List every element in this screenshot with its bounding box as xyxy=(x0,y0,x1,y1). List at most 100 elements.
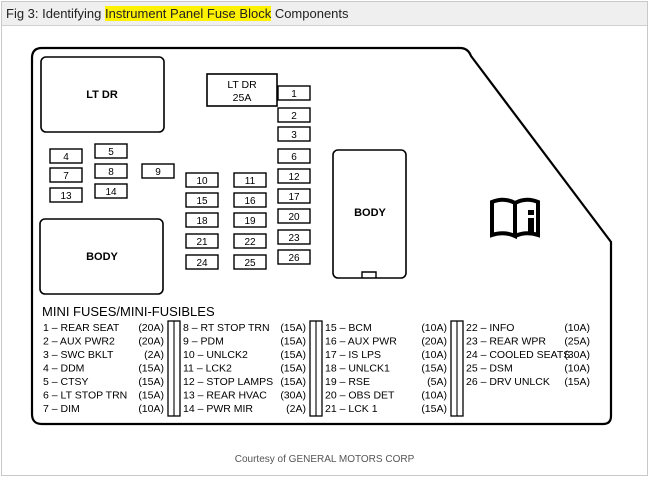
fuse-slot-10 xyxy=(185,172,219,188)
fuse-legend: 1 – REAR SEAT (20A) 2 – AUX PWR2 (20A) 3 – S… xyxy=(43,320,590,417)
legend-fuse-amp: (30A) xyxy=(564,349,590,361)
fuse-number-10: 10 xyxy=(196,176,208,187)
fuse-number-16: 16 xyxy=(244,196,256,207)
legend-fuse-name: 6 – LT STOP TRN xyxy=(43,390,127,402)
relay-body-left xyxy=(39,218,164,295)
legend-fuse-name: 9 – PDM xyxy=(183,336,224,348)
legend-fuse-name: 21 – LCK 1 xyxy=(325,403,378,415)
legend-fuse-amp: (25A) xyxy=(564,336,590,348)
legend-fuse-name: 1 – REAR SEAT xyxy=(43,322,120,334)
legend-fuse-name: 12 – STOP LAMPS xyxy=(183,376,273,388)
legend-fuse-amp: (15A) xyxy=(280,336,306,348)
fuse-slot-13 xyxy=(49,187,83,203)
legend-fuse-amp: (2A) xyxy=(286,403,306,415)
relay-body-center-label: BODY xyxy=(354,207,386,219)
legend-fuse-amp: (20A) xyxy=(138,322,164,334)
fuse-number-18: 18 xyxy=(196,216,208,227)
fuse-number-9: 9 xyxy=(155,167,161,178)
fuse-number-6: 6 xyxy=(291,152,297,163)
fuse-number-14: 14 xyxy=(105,187,117,198)
legend-fuse-name: 4 – DDM xyxy=(43,363,84,375)
legend-fuse-amp: (5A) xyxy=(427,376,447,388)
fuse-number-20: 20 xyxy=(288,212,300,223)
legend-fuse-name: 19 – RSE xyxy=(325,376,370,388)
legend-fuse-amp: (20A) xyxy=(421,336,447,348)
legend-fuse-amp: (10A) xyxy=(138,403,164,415)
legend-fuse-amp: (15A) xyxy=(280,376,306,388)
fuse-lt-dr-line2: 25A xyxy=(233,92,252,104)
fuse-number-11: 11 xyxy=(245,176,256,187)
relay-body-center-notch xyxy=(361,271,377,278)
fuse-lt-dr-25a xyxy=(206,73,278,107)
legend-fuse-name: 2 – AUX PWR2 xyxy=(43,336,115,348)
fuse-slot-8 xyxy=(94,163,128,179)
fuse-number-7: 7 xyxy=(63,171,69,182)
fuse-number-17: 17 xyxy=(288,192,300,203)
legend-fuse-name: 26 – DRV UNLCK xyxy=(466,376,550,388)
relay-lt-dr xyxy=(40,56,165,133)
caption-prefix: Fig 3: Identifying xyxy=(6,6,105,21)
legend-fuse-name: 10 – UNLCK2 xyxy=(183,349,248,361)
relay-body-left-label: BODY xyxy=(86,251,118,263)
legend-fuse-name: 17 – IS LPS xyxy=(325,349,381,361)
legend-fuse-name: 18 – UNLCK1 xyxy=(325,363,390,375)
fuse-slot-25 xyxy=(233,254,267,270)
legend-fuse-amp: (10A) xyxy=(564,322,590,334)
legend-fuse-amp: (10A) xyxy=(421,390,447,402)
fuse-slot-14 xyxy=(94,183,128,199)
fuse-slot-15 xyxy=(185,192,219,208)
fuse-number-22: 22 xyxy=(244,237,256,248)
legend-fuse-amp: (15A) xyxy=(280,349,306,361)
fuse-number-24: 24 xyxy=(196,258,208,269)
fuse-slot-2 xyxy=(277,107,311,123)
fuse-slot-1 xyxy=(277,85,311,101)
fuse-slot-23 xyxy=(277,229,311,245)
caption-suffix: Components xyxy=(271,6,349,21)
legend-fuse-name: 5 – CTSY xyxy=(43,376,89,388)
figure-caption: Fig 3: Identifying Instrument Panel Fuse… xyxy=(2,2,647,26)
fuse-number-5: 5 xyxy=(108,147,114,158)
fuse-slot-11 xyxy=(233,172,267,188)
fuse-number-12: 12 xyxy=(288,172,300,183)
fuse-number-13: 13 xyxy=(60,191,72,202)
courtesy-note: Courtesy of GENERAL MOTORS CORP xyxy=(234,454,415,465)
fuse-number-2: 2 xyxy=(291,111,297,122)
fuse-slot-9 xyxy=(141,163,175,179)
fuse-slot-17 xyxy=(277,188,311,204)
legend-fuse-amp: (15A) xyxy=(138,376,164,388)
fuse-slot-24 xyxy=(185,254,219,270)
legend-fuse-name: 8 – RT STOP TRN xyxy=(183,322,270,334)
legend-fuse-name: 24 – COOLED SEATS xyxy=(466,349,570,361)
legend-fuse-amp: (15A) xyxy=(421,403,447,415)
legend-fuse-name: 14 – PWR MIR xyxy=(183,403,253,415)
fuse-slot-3 xyxy=(277,126,311,142)
fuse-slot-26 xyxy=(277,249,311,265)
legend-fuse-name: 3 – SWC BKLT xyxy=(43,349,114,361)
legend-fuse-amp: (30A) xyxy=(280,390,306,402)
legend-fuse-name: 23 – REAR WPR xyxy=(466,336,546,348)
fuse-slot-5 xyxy=(94,143,128,159)
fuse-slot-4 xyxy=(49,148,83,164)
legend-fuse-amp: (15A) xyxy=(421,363,447,375)
fuse-slot-12 xyxy=(277,168,311,184)
fuse-number-25: 25 xyxy=(244,258,256,269)
legend-fuse-name: 16 – AUX PWR xyxy=(325,336,397,348)
legend-fuse-amp: (15A) xyxy=(564,376,590,388)
legend-fuse-name: 20 – OBS DET xyxy=(325,390,395,402)
legend-fuse-amp: (15A) xyxy=(280,322,306,334)
fuse-slot-16 xyxy=(233,192,267,208)
fuse-number-26: 26 xyxy=(288,253,300,264)
relay-body-center xyxy=(332,149,407,279)
legend-fuse-amp: (15A) xyxy=(138,390,164,402)
panel-outline xyxy=(30,46,613,426)
fuse-slot-21 xyxy=(185,233,219,249)
fuse-slot-20 xyxy=(277,208,311,224)
legend-fuse-amp: (10A) xyxy=(564,363,590,375)
fuse-slot-19 xyxy=(233,212,267,228)
fuse-number-3: 3 xyxy=(291,130,297,141)
legend-fuse-name: 25 – DSM xyxy=(466,363,513,375)
fuse-number-19: 19 xyxy=(244,216,256,227)
